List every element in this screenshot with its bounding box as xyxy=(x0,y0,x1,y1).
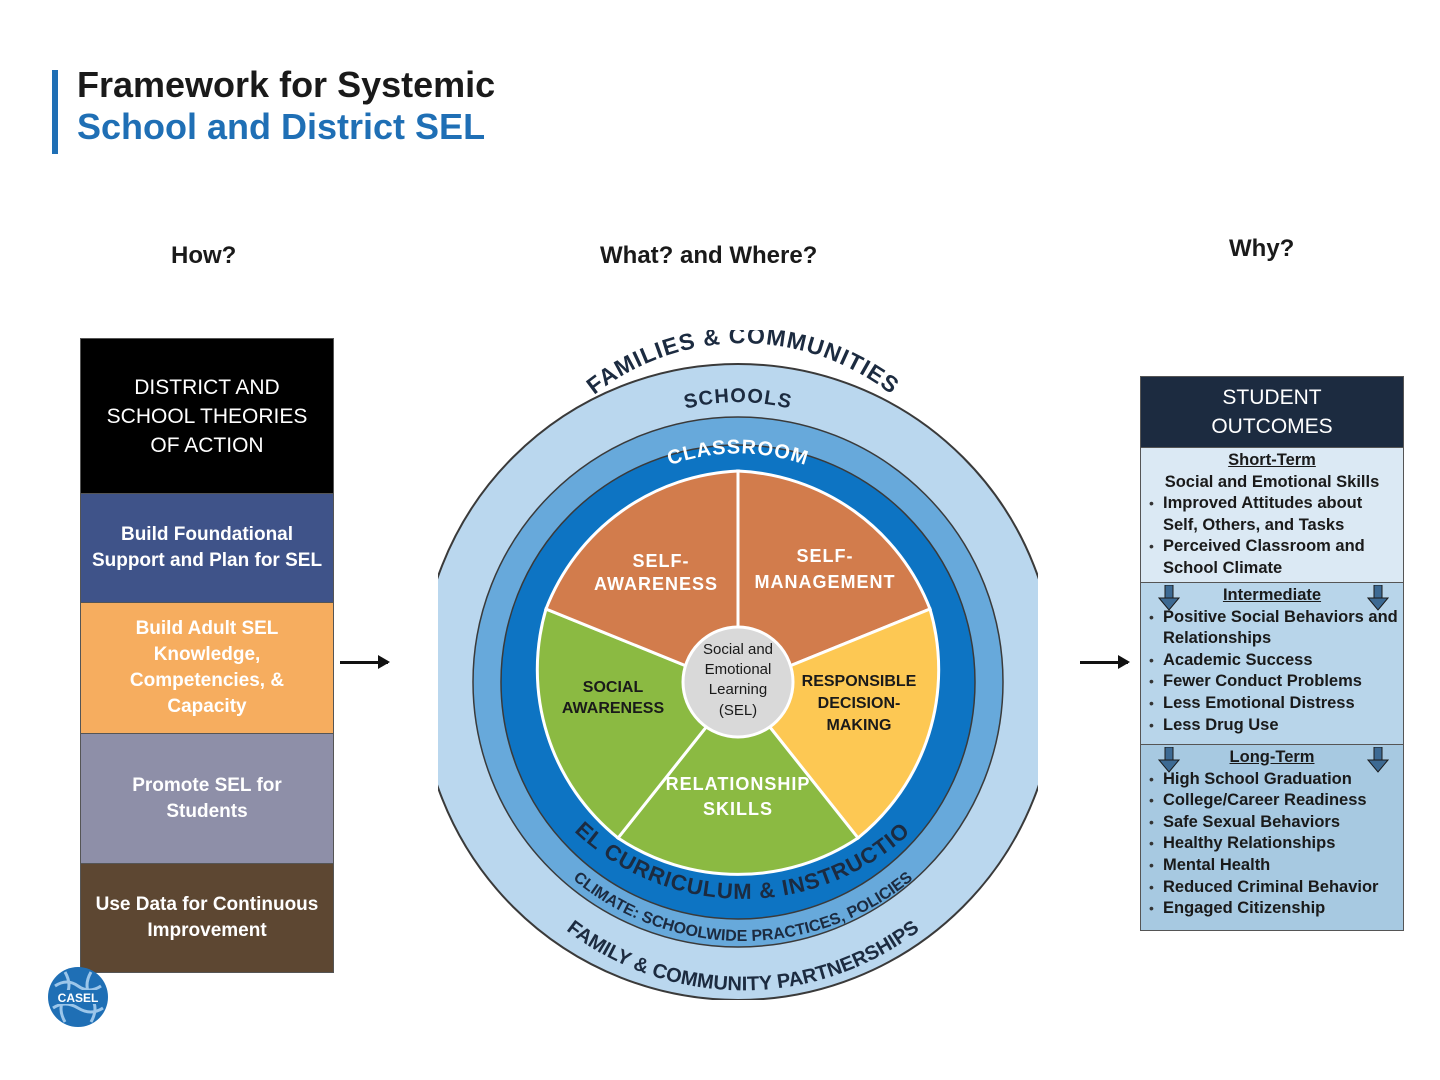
intermediate-label: Intermediate xyxy=(1222,586,1322,604)
how-box-stack: DISTRICT AND SCHOOL THEORIES OF ACTION B… xyxy=(80,338,334,973)
list-item: Academic Success xyxy=(1145,650,1399,672)
what-where-heading: What? and Where? xyxy=(600,242,818,269)
page-title-line1: Framework for Systemic xyxy=(77,64,496,105)
responsible-decision-segment xyxy=(735,606,941,841)
center-line3: Learning xyxy=(709,681,767,698)
casel-logo-text: CASEL xyxy=(58,991,99,1005)
title-accent-bar xyxy=(52,70,58,154)
down-arrow-icon xyxy=(1158,747,1180,773)
left-arrow xyxy=(340,655,390,669)
intermediate-section: Intermediate Positive Social Behaviors a… xyxy=(1141,582,1403,744)
list-item: Safe Sexual Behaviors xyxy=(1145,812,1399,834)
student-outcomes-header: STUDENT OUTCOMES xyxy=(1141,377,1403,447)
adult-sel-box: Build Adult SEL Knowledge, Competencies,… xyxy=(81,603,333,734)
self-management-line2: MANAGEMENT xyxy=(755,572,896,592)
social-awareness-line1: SOCIAL xyxy=(583,679,644,696)
short-term-lead: Social and Emotional Skills xyxy=(1164,472,1380,491)
use-data-box: Use Data for Continuous Improvement xyxy=(81,864,333,972)
responsible-line2: DECISION- xyxy=(818,695,901,712)
down-arrow-icon xyxy=(1367,585,1389,611)
center-line1: Social and xyxy=(703,641,773,658)
list-item: Perceived Classroom and School Climate xyxy=(1145,536,1399,579)
down-arrow-icon xyxy=(1158,585,1180,611)
relationship-line1: RELATIONSHIP xyxy=(666,774,811,794)
long-term-label: Long-Term xyxy=(1229,748,1315,766)
foundational-support-box: Build Foundational Support and Plan for … xyxy=(81,494,333,603)
long-term-section: Long-Term High School Graduation College… xyxy=(1141,744,1403,930)
list-item: Healthy Relationships xyxy=(1145,833,1399,855)
self-awareness-line1: SELF- xyxy=(633,551,690,571)
self-awareness-line2: AWARENESS xyxy=(594,574,718,594)
center-line4: (SEL) xyxy=(719,702,757,719)
responsible-line1: RESPONSIBLE xyxy=(802,673,917,690)
promote-sel-box: Promote SEL for Students xyxy=(81,734,333,864)
center-line2: Emotional xyxy=(705,661,772,678)
sel-center-circle xyxy=(681,625,795,739)
social-awareness-line2: AWARENESS xyxy=(562,700,665,717)
social-awareness-segment xyxy=(535,606,741,841)
responsible-line3: MAKING xyxy=(827,717,892,734)
casel-logo: CASEL xyxy=(48,967,108,1027)
student-outcomes-box: STUDENT OUTCOMES Short-Term Social and E… xyxy=(1140,376,1404,931)
list-item: Fewer Conduct Problems xyxy=(1145,671,1399,693)
outcomes-header-line2: OUTCOMES xyxy=(1211,415,1333,438)
down-arrow-icon xyxy=(1367,747,1389,773)
theories-of-action-box: DISTRICT AND SCHOOL THEORIES OF ACTION xyxy=(81,339,333,494)
outcomes-header-line1: STUDENT xyxy=(1222,386,1322,409)
why-heading: Why? xyxy=(1229,235,1295,262)
self-awareness-segment xyxy=(544,469,740,690)
list-item: Less Emotional Distress xyxy=(1145,693,1399,715)
page-title: Framework for Systemic School and Distri… xyxy=(77,64,495,148)
self-management-segment xyxy=(736,469,932,690)
list-item: Reduced Criminal Behavior xyxy=(1145,877,1399,899)
short-term-label: Short-Term xyxy=(1228,451,1316,469)
short-term-section: Short-Term Social and Emotional Skills I… xyxy=(1141,447,1403,582)
list-item: College/Career Readiness xyxy=(1145,790,1399,812)
list-item: Engaged Citizenship xyxy=(1145,898,1399,920)
relationship-line2: SKILLS xyxy=(703,799,773,819)
list-item: Positive Social Behaviors and Relationsh… xyxy=(1145,607,1399,650)
list-item: High School Graduation xyxy=(1145,769,1399,791)
list-item: Less Drug Use xyxy=(1145,715,1399,737)
relationship-skills-segment xyxy=(615,684,861,876)
list-item: Mental Health xyxy=(1145,855,1399,877)
list-item: Improved Attitudes about Self, Others, a… xyxy=(1145,493,1399,536)
right-arrow xyxy=(1080,655,1130,669)
how-heading: How? xyxy=(171,242,237,269)
page-title-line2: School and District SEL xyxy=(77,106,486,147)
sel-wheel: FAMILIES & COMMUNITIES SCHOOLS CLASSROOM… xyxy=(438,330,1038,1000)
self-management-line1: SELF- xyxy=(797,546,854,566)
